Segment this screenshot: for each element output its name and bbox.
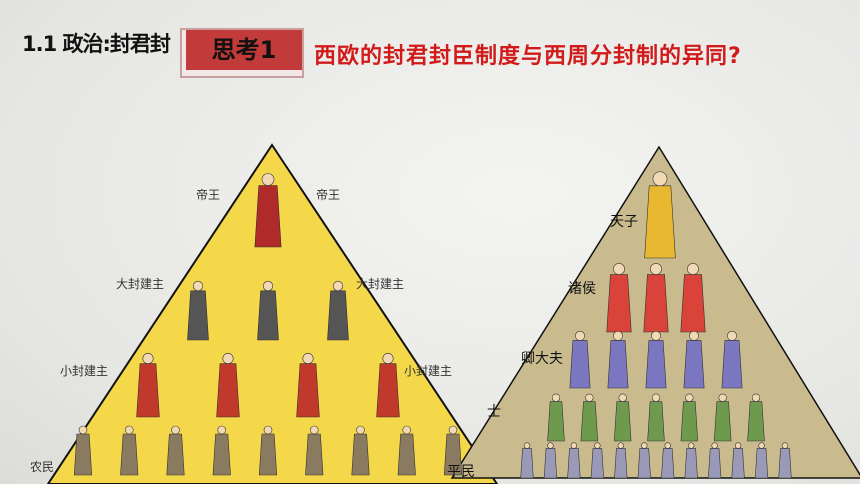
western-figure xyxy=(254,173,282,248)
zhou-figure xyxy=(708,442,722,479)
zhou-figure xyxy=(684,442,698,479)
zhou-figure xyxy=(613,393,632,442)
western-figure xyxy=(397,425,416,476)
zhou-figure xyxy=(580,393,599,442)
zhou-figure xyxy=(661,442,675,479)
zhou-figure xyxy=(644,171,676,259)
label-great-lord-right: 大封建主 xyxy=(356,277,405,291)
western-figure xyxy=(327,280,349,341)
zhou-figure xyxy=(569,330,591,389)
zhou-figure xyxy=(754,442,769,479)
zhou-figure xyxy=(680,263,706,333)
western-figure xyxy=(296,352,320,418)
western-figure xyxy=(73,425,93,476)
zhou-figure xyxy=(731,442,745,479)
zhou-figure xyxy=(614,442,628,479)
western-figure xyxy=(166,425,185,476)
western-figure xyxy=(443,425,463,476)
zhou-figure xyxy=(643,263,669,333)
western-figure xyxy=(376,352,400,418)
label-qingdaifu: 卿大夫 xyxy=(521,351,563,367)
label-peasants: 农民 xyxy=(30,460,55,474)
western-figure xyxy=(136,352,160,418)
western-figure xyxy=(120,425,139,476)
zhou-figure xyxy=(747,393,765,442)
label-lesser-lord-left: 小封建主 xyxy=(60,364,109,378)
western-figure xyxy=(212,425,231,476)
zhou-figure xyxy=(713,393,732,442)
western-figure xyxy=(258,425,278,476)
western-figure xyxy=(305,425,324,476)
zhou-figure xyxy=(607,330,629,389)
label-king-right: 帝王 xyxy=(316,188,341,202)
zhou-figure xyxy=(547,393,565,442)
zhou-figure xyxy=(683,330,705,389)
label-shi: 士 xyxy=(487,404,501,420)
label-zhuhou: 诸侯 xyxy=(568,281,596,297)
label-pingmin: 平民 xyxy=(447,464,475,480)
slide-title: 1.1 政治:封君封 xyxy=(22,32,171,56)
zhou-figure xyxy=(543,442,558,479)
western-figure xyxy=(187,280,209,341)
zhou-figure xyxy=(721,330,743,389)
label-tianzi: 天子 xyxy=(610,214,638,230)
zhou-figure xyxy=(680,393,699,442)
western-figure xyxy=(351,425,370,476)
zhou-figure xyxy=(520,442,534,479)
western-figure xyxy=(257,280,279,341)
zhou-figure xyxy=(637,442,651,479)
label-great-lord-left: 大封建主 xyxy=(116,277,165,291)
label-king-left: 帝王 xyxy=(196,188,221,202)
western-figure xyxy=(216,352,240,418)
zhou-figure xyxy=(645,330,667,389)
question-text: 西欧的封君封臣制度与西周分封制的异同? xyxy=(314,44,742,69)
label-lesser-lord-right: 小封建主 xyxy=(404,364,453,378)
zhou-figure xyxy=(567,442,581,479)
zhou-figure xyxy=(778,442,792,479)
zhou-figure xyxy=(606,263,632,333)
zhou-figure xyxy=(647,393,665,442)
think-stamp: 思考1 xyxy=(186,30,302,70)
zhou-figure xyxy=(590,442,604,479)
